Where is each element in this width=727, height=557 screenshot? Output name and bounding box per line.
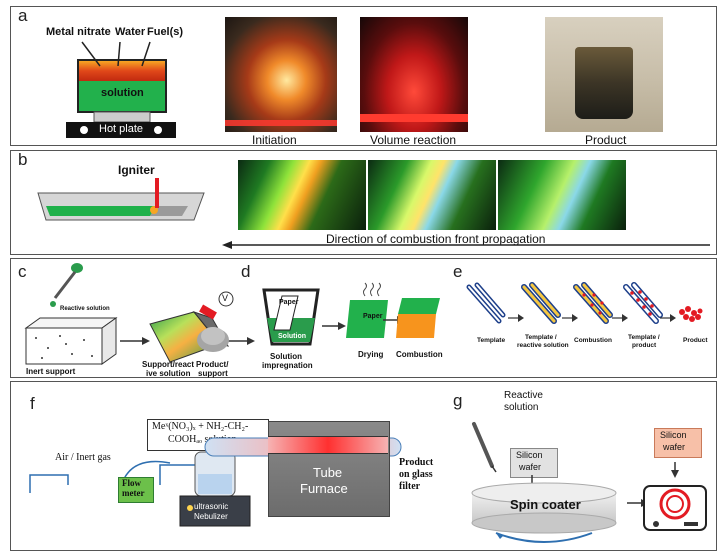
igniter-label: Igniter: [118, 163, 155, 177]
solution-label: solution: [101, 87, 144, 99]
inert-support-block: [24, 317, 118, 365]
product-support-label-2: support: [198, 369, 228, 378]
arrow-c1: [120, 337, 150, 345]
drying-label: Drying: [358, 350, 384, 359]
tube-furnace-channel: [268, 436, 388, 454]
paper-label-green: Paper: [363, 313, 383, 320]
combustion-label-e: Combustion: [574, 337, 612, 344]
silicon-wafer-box: [510, 448, 558, 478]
initiation-caption: Initiation: [252, 133, 297, 147]
direction-arrow: [222, 241, 710, 249]
drying-heat-icon: [363, 282, 381, 297]
igniter-boat-diagram: [37, 178, 205, 221]
combustion-front-photo-3: [498, 160, 626, 230]
flow-meter-label-2: meter: [122, 488, 145, 498]
combustion-front-photo-2: [368, 160, 496, 230]
voltmeter-icon: [218, 291, 234, 307]
arrow-e3: [612, 314, 628, 322]
product-photo: [545, 17, 663, 132]
dropper-icon: [50, 263, 83, 307]
product-particles-icon: [679, 306, 703, 322]
flow-meter-label-1: Flow: [122, 478, 141, 488]
product-support-label-1: Product/: [196, 360, 229, 369]
volume-reaction-photo: [360, 17, 468, 132]
nebulizer-label-1: ultrasonic: [194, 502, 229, 511]
arrow-e2: [562, 314, 578, 322]
product-glass-label-3: filter: [399, 481, 421, 492]
product-label-e: Product: [683, 337, 708, 344]
initiation-photo: [225, 17, 337, 132]
impregnation-label-2: impregnation: [262, 361, 313, 370]
template-tubes-icon: [466, 282, 506, 324]
panel-c-label: c: [18, 262, 27, 281]
reactive-pipette-icon: [472, 422, 497, 473]
product-caption: Product: [585, 133, 627, 147]
panel-b-label: b: [18, 150, 28, 169]
panel-f-label: f: [30, 394, 35, 413]
air-gas-label: Air / Inert gas: [55, 452, 111, 463]
product-glass-label-2: on glass: [399, 469, 433, 480]
formula-line-1: Meˣ(NO₃)ₓ + NH₂-CH₂-: [152, 421, 249, 432]
silicon-wafer-right-label-1: Silicon: [660, 430, 687, 440]
tube-furnace-label-1: Tube: [313, 465, 343, 480]
silicon-wafer-right-box: [654, 428, 702, 458]
arrow-e1: [508, 314, 524, 322]
paper-label-top: Paper: [279, 299, 299, 306]
solution-label-d: Solution: [278, 333, 306, 340]
template-product-tubes-icon: [623, 282, 663, 324]
product-support-pile: [197, 327, 229, 352]
impregnation-label-1: Solution: [270, 352, 302, 361]
support-reactive-label-2: ive solution: [146, 369, 191, 378]
silicon-wafer-right-label-2: wafer: [663, 442, 686, 452]
flow-meter-box: [118, 477, 154, 503]
direction-caption: Direction of combustion front propagatio…: [326, 232, 546, 246]
silicon-wafer-label-2: wafer: [519, 462, 542, 472]
voltmeter-symbol: V: [222, 293, 229, 303]
reactive-solution-label-1: Reactive: [504, 390, 543, 401]
reactive-solution-label-2: solution: [504, 402, 539, 413]
inert-support-label: Inert support: [26, 367, 76, 376]
combustion-front-photo-1: [238, 160, 366, 230]
combustion-paper-icon: [396, 298, 440, 338]
template-label: Template: [477, 337, 506, 344]
nebulizer-label-2: Nebulizer: [194, 512, 228, 521]
support-reactive-label-1: Support/react: [142, 360, 195, 369]
panel-d-label: d: [241, 262, 251, 281]
tube-furnace-label-2: Furnace: [300, 481, 348, 496]
impregnation-container: [262, 288, 320, 346]
combustion-tubes-icon: [573, 282, 613, 324]
panel-g-label: g: [453, 391, 463, 410]
arrow-e4: [660, 314, 676, 322]
template-product-label-1: Template /: [628, 334, 660, 341]
template-reactive-tubes-icon: [521, 282, 561, 324]
fuel-label: Fuel(s): [147, 26, 184, 38]
metal-nitrate-label: Metal nitrate: [46, 26, 111, 38]
hot-plate-icon: [643, 462, 707, 531]
reactive-solution-label-c: Reactive solution: [60, 306, 110, 312]
template-reactive-label-1: Template /: [525, 334, 557, 341]
formula-line-2: COOHₐₒ solution: [168, 434, 237, 445]
silicon-wafer-label-1: Silicon: [516, 450, 543, 460]
hot-plate-label: Hot plate: [99, 123, 144, 135]
beaker-hotplate-diagram: [66, 41, 176, 138]
product-glass-label-1: Product: [399, 457, 434, 468]
template-product-label-2: product: [632, 342, 657, 349]
arrow-c2: [225, 337, 255, 345]
combustion-label-d: Combustion: [396, 350, 443, 359]
nebulizer-device: [179, 451, 251, 527]
arrow-d1: [322, 322, 346, 330]
green-paper-icon: [346, 300, 388, 338]
volume-reaction-caption: Volume reaction: [370, 133, 457, 147]
template-reactive-label-2: reactive solution: [517, 342, 569, 349]
spin-coater-label: Spin coater: [510, 497, 581, 512]
panel-e-label: e: [453, 262, 463, 281]
spin-coater-icon: [471, 475, 617, 543]
panel-a-label: a: [18, 6, 28, 25]
water-label: Water: [115, 26, 146, 38]
